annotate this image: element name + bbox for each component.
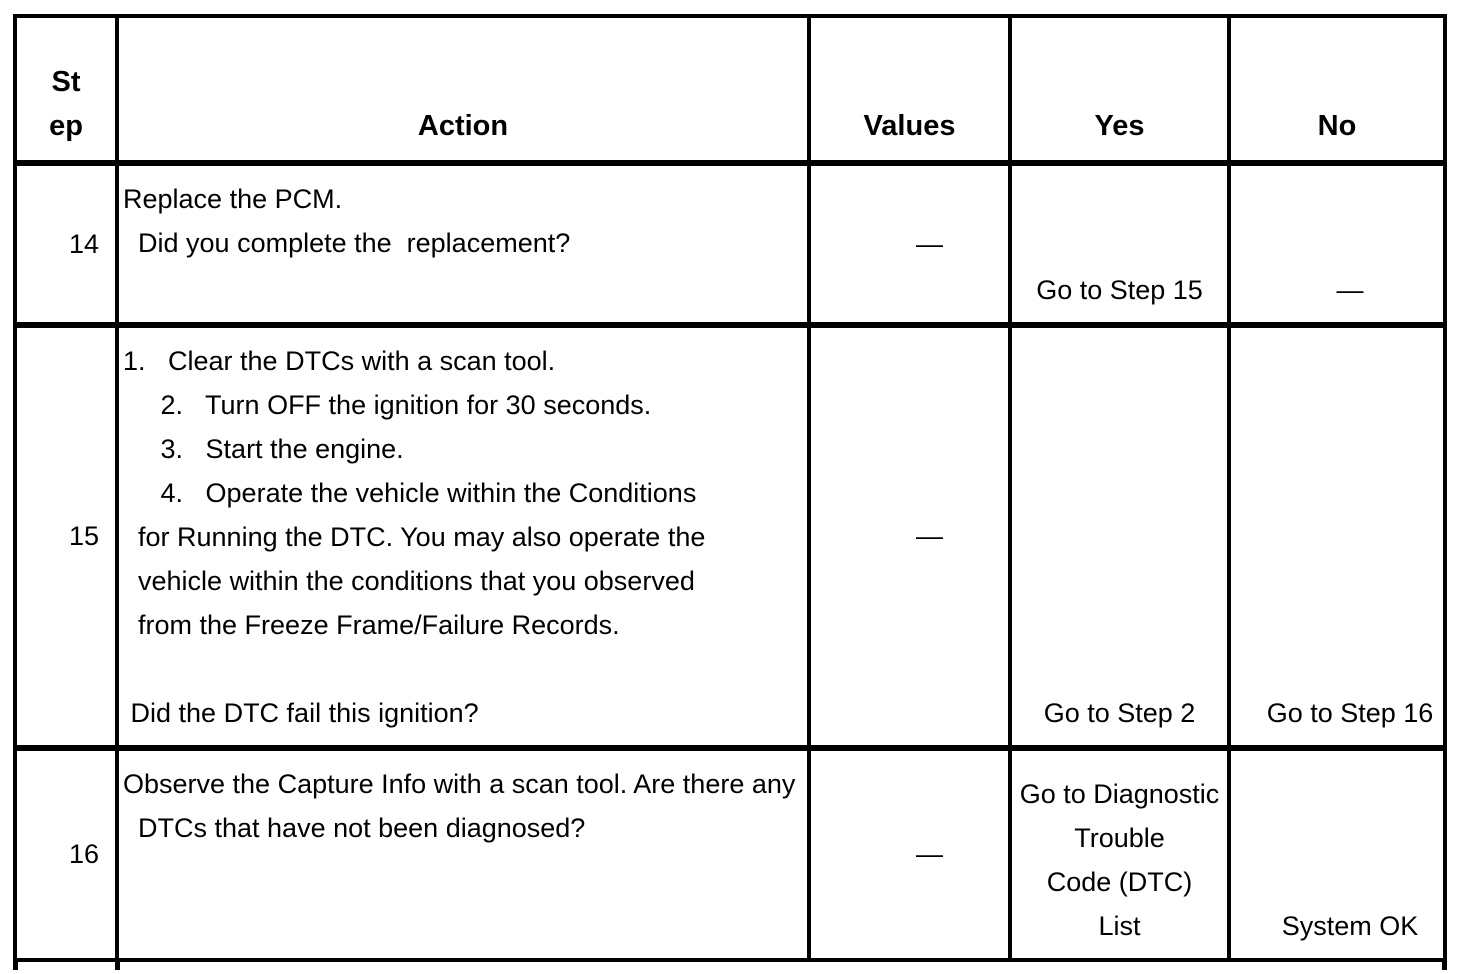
header-cell-no: No	[1231, 18, 1443, 166]
header-cell-action: Action	[119, 18, 811, 166]
values-cell: —	[811, 166, 1012, 328]
diagnostic-table: St ep Action Values Yes No 14 Replace th…	[13, 14, 1447, 962]
no-cell: —	[1231, 166, 1443, 328]
step-cell: 16	[17, 751, 119, 958]
yes-cell: Go to Step 15	[1012, 166, 1231, 328]
header-cell-values: Values	[811, 18, 1012, 166]
values-cell: —	[811, 751, 1012, 958]
values-cell: —	[811, 328, 1012, 751]
yes-cell: Go to Step 2	[1012, 328, 1231, 751]
action-cell: Replace the PCM. Did you complete the re…	[119, 166, 811, 328]
scan-artifact-tick	[115, 961, 120, 970]
header-cell-yes: Yes	[1012, 18, 1231, 166]
scan-artifact-tick	[1442, 961, 1447, 970]
step-cell: 14	[17, 166, 119, 328]
no-cell: System OK	[1281, 911, 1419, 941]
action-cell: 1. Clear the DTCs with a scan tool. 2. T…	[119, 328, 811, 751]
action-cell: Observe the Capture Info with a scan too…	[119, 751, 811, 958]
yes-cell: Go to Diagnostic Trouble Code (DTC) List	[1012, 751, 1231, 958]
no-cell: Go to Step 16	[1231, 328, 1443, 751]
step-cell: 15	[17, 328, 119, 751]
scan-artifact-tick	[13, 961, 18, 970]
header-cell-step: St ep	[17, 18, 119, 166]
